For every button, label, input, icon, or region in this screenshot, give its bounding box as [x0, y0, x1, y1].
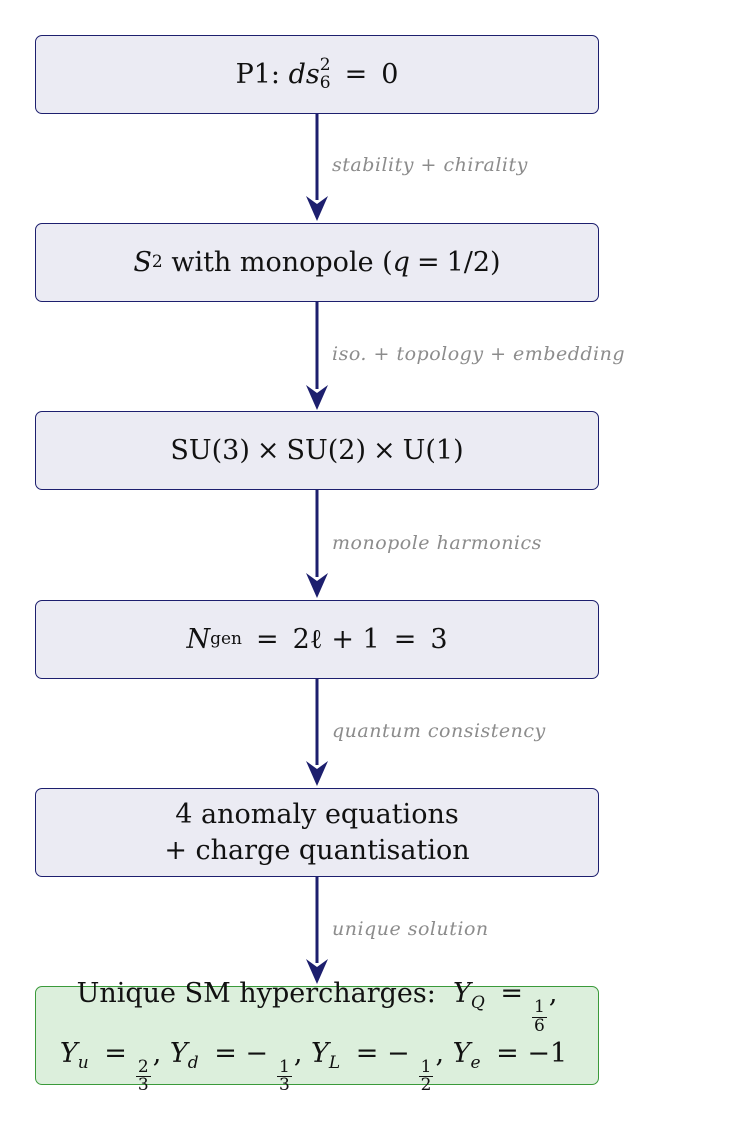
gen-n: N — [186, 623, 211, 655]
yd-sub: d — [187, 1052, 199, 1073]
ye-eq: = −1 — [496, 1037, 568, 1069]
yq-den: 6 — [534, 1015, 545, 1036]
p1-var: ds — [288, 58, 320, 90]
yd-eq: = − — [214, 1037, 269, 1069]
gen-eq-2: = — [393, 623, 417, 655]
sphere-eq: = — [416, 246, 440, 278]
yu-sub: u — [77, 1052, 89, 1073]
yd-den: 3 — [279, 1075, 290, 1096]
edge-label-4: quantum consistency — [332, 720, 546, 742]
sphere-text: with monopole ( — [171, 246, 393, 278]
gen-sub: gen — [210, 629, 242, 650]
yq-sub: Q — [470, 992, 485, 1013]
sphere-s: S — [133, 246, 152, 278]
p1-rhs: 0 — [381, 58, 399, 90]
edge-label-5: unique solution — [332, 918, 489, 940]
gen-rhs: 3 — [430, 623, 448, 655]
yu-tail: , — [152, 1037, 162, 1069]
gauge-times-1: × — [256, 434, 280, 466]
final-prefix: Unique SM hypercharges: — [76, 977, 436, 1009]
yd-num: 1 — [277, 1056, 292, 1078]
yl-tail: , — [435, 1037, 445, 1069]
p1-prefix: P1: — [235, 58, 281, 90]
gen-eq-1: = — [256, 623, 279, 655]
node-anomaly: 4 anomaly equations + charge quantisatio… — [35, 788, 599, 877]
gauge-u1: U(1) — [402, 434, 464, 466]
sphere-value: 1/2) — [446, 246, 501, 278]
gauge-su3: SU(3) — [170, 434, 250, 466]
yl-eq: = − — [355, 1037, 410, 1069]
yd-tail: , — [293, 1037, 303, 1069]
ye-sub: e — [470, 1052, 481, 1073]
yu-eq: = — [104, 1037, 127, 1069]
arrow-3 — [306, 490, 328, 598]
yq-eq: = — [500, 977, 523, 1009]
p1-sub: 6 — [319, 72, 331, 93]
yd-y: Y — [169, 1037, 188, 1069]
arrow-2 — [306, 302, 328, 410]
p1-eq: = — [344, 58, 368, 90]
arrow-1 — [306, 114, 328, 221]
p1-sup: 2 — [319, 54, 331, 75]
sphere-sup: 2 — [151, 252, 163, 273]
yl-sub: L — [328, 1052, 341, 1073]
gauge-su2: SU(2) — [286, 434, 366, 466]
yl-den: 2 — [420, 1075, 432, 1096]
yq-y: Y — [453, 977, 471, 1009]
yu-num: 2 — [135, 1056, 151, 1078]
sphere-q: q — [392, 246, 410, 278]
edge-label-1: stability + chirality — [332, 154, 528, 176]
yl-y: Y — [311, 1037, 329, 1069]
arrow-4 — [306, 679, 328, 786]
yq-tail: , — [548, 977, 558, 1009]
edge-label-2: iso. + topology + embedding — [332, 343, 626, 365]
node-gauge-group: SU(3) × SU(2) × U(1) — [35, 411, 599, 490]
yl-num: 1 — [418, 1056, 434, 1078]
yu-den: 3 — [137, 1075, 149, 1096]
anomaly-line-2: + charge quantisation — [164, 834, 470, 866]
anomaly-line-1: 4 anomaly equations — [175, 799, 459, 831]
edge-label-3: monopole harmonics — [332, 532, 542, 554]
gen-expr: 2ℓ + 1 — [292, 623, 380, 655]
yu-y: Y — [59, 1037, 78, 1069]
ye-y: Y — [452, 1037, 471, 1069]
gauge-times-2: × — [372, 434, 396, 466]
arrow-5 — [306, 877, 328, 984]
yq-num: 1 — [532, 996, 547, 1018]
